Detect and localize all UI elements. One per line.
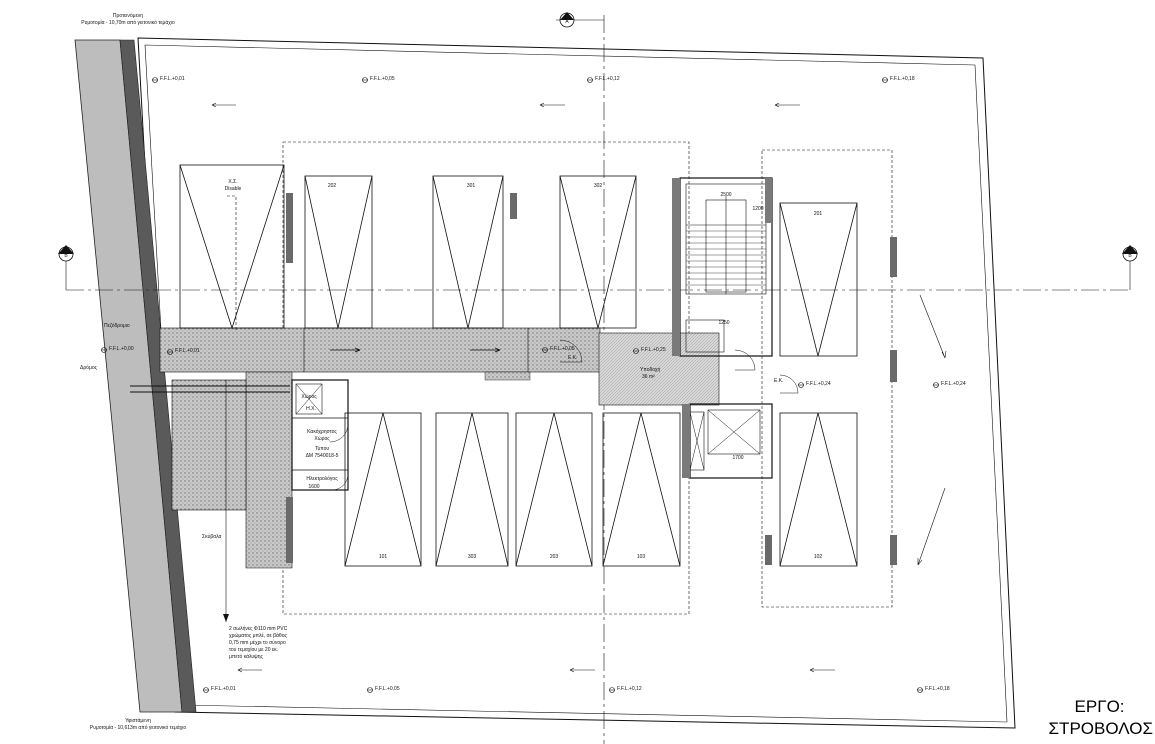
svg-text:F.F.L.+0,01: F.F.L.+0,01 — [175, 348, 200, 354]
level-marker: F.F.L.+0,05 — [367, 686, 400, 693]
notes: Προτεινόμενη Ρυμοτομία - 10,70m από γειτ… — [80, 12, 783, 731]
bay-number: 103 — [637, 554, 646, 560]
lobby-hatched-area — [598, 332, 720, 406]
svg-text:1250: 1250 — [718, 320, 729, 326]
svg-text:F.F.L.+0,25: F.F.L.+0,25 — [641, 347, 666, 353]
svg-text:Δρόμος: Δρόμος — [80, 364, 98, 371]
parking-bays-bottom — [344, 412, 858, 567]
stair-core — [679, 177, 773, 357]
svg-text:F.F.L.+0,24: F.F.L.+0,24 — [806, 381, 831, 387]
svg-text:1200: 1200 — [752, 206, 763, 212]
section-marker-b-left: Β — [58, 245, 74, 290]
bay-number: 203 — [550, 554, 559, 560]
pipe-note: 2 σωλήνες Φ110 mm PVC χρώματος μπλέ, σε … — [229, 625, 288, 660]
section-marker-b-right: Β — [1122, 245, 1138, 290]
svg-text:F.F.L.+0,12: F.F.L.+0,12 — [595, 76, 620, 82]
level-markers: F.F.L.+0,01 F.F.L.+0,05 F.F.L.+0,12 F.F.… — [101, 76, 966, 693]
section-marker-a: Α — [556, 12, 604, 28]
project-title-block: ΕΡΓΟ: ΣΤΡΟΒΟΛΟΣ — [1049, 696, 1153, 740]
project-title-label: ΕΡΓΟ: — [1074, 697, 1125, 716]
svg-text:1700: 1700 — [732, 455, 743, 461]
svg-text:F.F.L.+0,00: F.F.L.+0,00 — [109, 346, 134, 352]
svg-text:Ρυμοτομία - 10,613m από γειτον: Ρυμοτομία - 10,613m από γειτονικό τεμάχι… — [90, 724, 186, 731]
svg-text:Ε.Κ.: Ε.Κ. — [774, 378, 783, 384]
svg-text:Πεζόδρομιο: Πεζόδρομιο — [104, 322, 130, 329]
svg-text:Υφιστάμενη: Υφιστάμενη — [125, 717, 151, 724]
svg-text:1600: 1600 — [308, 484, 319, 490]
road-edge-wall — [74, 39, 197, 713]
svg-text:F.F.L.+0,18: F.F.L.+0,18 — [925, 686, 950, 692]
svg-text:F.F.L.+0,12: F.F.L.+0,12 — [617, 686, 642, 692]
disabled-space-marker: Χ.Σ. Disable — [225, 179, 242, 330]
svg-text:36 m²: 36 m² — [642, 374, 655, 380]
svg-text:Χ.Σ.: Χ.Σ. — [228, 179, 237, 185]
svg-text:Disable: Disable — [225, 186, 242, 192]
bay-number: 101 — [379, 554, 388, 560]
level-marker: F.F.L.+0,18 — [882, 76, 915, 83]
level-marker: F.F.L.+0,05 — [362, 76, 395, 83]
svg-text:ΔΜ 7540018-5: ΔΜ 7540018-5 — [306, 453, 339, 459]
svg-text:F.F.L.+0,05: F.F.L.+0,05 — [550, 346, 575, 352]
project-location: ΣΤΡΟΒΟΛΟΣ — [1048, 719, 1153, 738]
bay-number: 102 — [814, 554, 823, 560]
utility-rooms — [291, 379, 349, 491]
svg-text:χρώματος μπλέ, σε βάθος: χρώματος μπλέ, σε βάθος — [229, 632, 287, 639]
drive-aisle — [159, 327, 601, 569]
bay-number: 303 — [468, 554, 477, 560]
level-marker: F.F.L.+0,12 — [609, 686, 642, 693]
svg-text:Χώρος: Χώρος — [301, 393, 317, 400]
svg-text:0,75 mm μέχρι το σύνορο: 0,75 mm μέχρι το σύνορο — [229, 639, 286, 646]
svg-text:Υποδοχή: Υποδοχή — [640, 366, 661, 373]
level-marker: F.F.L.+0,05 — [542, 346, 575, 353]
svg-text:F.F.L.+0,24: F.F.L.+0,24 — [941, 381, 966, 387]
bay-number: 202 — [328, 183, 337, 189]
svg-text:2500: 2500 — [720, 192, 731, 198]
garden-bed — [171, 379, 247, 511]
svg-text:2 σωλήνες Φ110 mm PVC: 2 σωλήνες Φ110 mm PVC — [229, 625, 288, 632]
core-wall-fill — [765, 178, 772, 223]
level-marker: F.F.L.+0,18 — [917, 686, 950, 693]
svg-text:F.F.L.+0,01: F.F.L.+0,01 — [160, 76, 185, 82]
svg-text:F.F.L.+0,18: F.F.L.+0,18 — [890, 76, 915, 82]
svg-text:Ε.Κ.: Ε.Κ. — [568, 355, 577, 361]
svg-text:Τύπου: Τύπου — [315, 445, 330, 452]
level-marker: F.F.L.+0,24 — [933, 381, 966, 388]
svg-text:Προτεινόμενη: Προτεινόμενη — [113, 12, 143, 19]
svg-text:Ρυμοτομία - 10,70m από γειτονι: Ρυμοτομία - 10,70m από γειτονικό τεμάχιο — [81, 19, 175, 26]
level-marker: F.F.L.+0,24 — [798, 381, 831, 388]
level-marker: F.F.L.+0,01 — [203, 686, 236, 693]
svg-text:Ηλεκτρολόγος: Ηλεκτρολόγος — [306, 475, 338, 482]
flow-arrows — [211, 102, 947, 673]
level-marker: F.F.L.+0,01 — [167, 348, 200, 355]
level-marker: F.F.L.+0,01 — [152, 76, 185, 83]
core-wall-fill — [672, 178, 680, 356]
doors — [559, 339, 799, 394]
svg-text:Χώρος: Χώρος — [314, 435, 330, 442]
svg-text:Η.Χ.: Η.Χ. — [306, 406, 316, 412]
svg-text:του τεμαχίου με 20 εκ.: του τεμαχίου με 20 εκ. — [229, 647, 278, 653]
svg-text:Σκύβαλα: Σκύβαλα — [202, 533, 222, 540]
level-marker: F.F.L.+0,12 — [587, 76, 620, 83]
svg-text:F.F.L.+0,01: F.F.L.+0,01 — [211, 686, 236, 692]
parking-bays-top — [179, 164, 858, 357]
level-marker: F.F.L.+0,00 — [101, 346, 134, 353]
lift-wall-fill — [682, 404, 690, 478]
section-a-label: Α — [565, 19, 569, 25]
bay-number: 302 — [594, 183, 603, 189]
basement-outline-right — [761, 149, 893, 608]
svg-text:Κακόχρηστος: Κακόχρηστος — [307, 428, 337, 435]
svg-text:F.F.L.+0,05: F.F.L.+0,05 — [375, 686, 400, 692]
lift-shaft — [689, 403, 773, 479]
bay-markers-top — [286, 193, 897, 382]
section-b-right-label: Β — [1128, 253, 1132, 259]
bay-number: 301 — [467, 183, 476, 189]
bay-number: 201 — [814, 211, 823, 217]
svg-text:F.F.L.+0,05: F.F.L.+0,05 — [370, 76, 395, 82]
bay-markers-bottom — [286, 497, 897, 565]
svg-text:μπετό κάλυψης: μπετό κάλυψης — [229, 653, 263, 660]
section-b-left-label: Β — [64, 253, 68, 259]
level-marker: F.F.L.+0,25 — [633, 347, 666, 354]
